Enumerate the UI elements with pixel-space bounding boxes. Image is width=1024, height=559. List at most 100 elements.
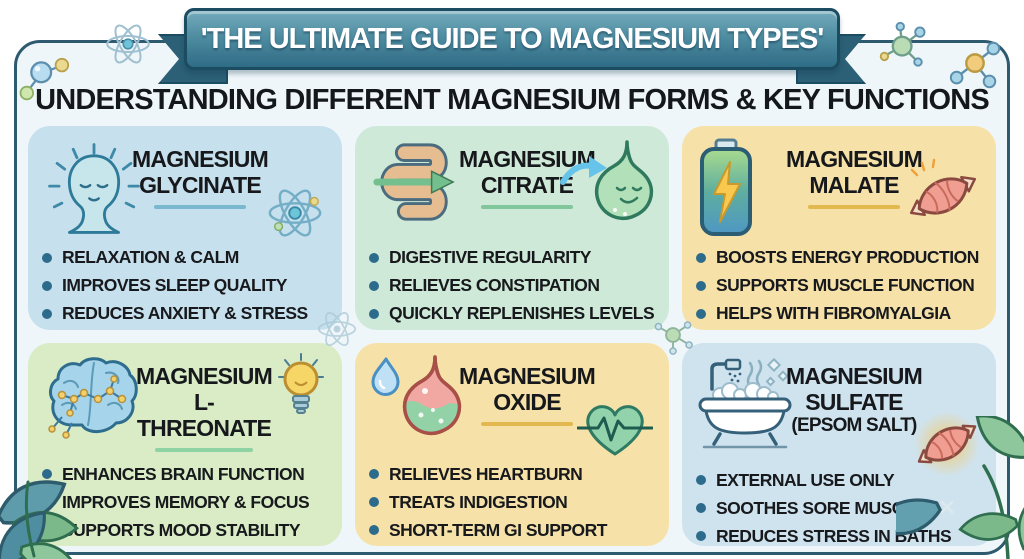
ribbon-face: 'THE ULTIMATE GUIDE TO MAGNESIUM TYPES'	[184, 8, 840, 70]
bullet-dot	[42, 280, 52, 291]
bullet-item: SUPPORTS MOOD STABILITY	[42, 520, 328, 541]
bullet-dot	[696, 503, 706, 513]
title-banner: 'THE ULTIMATE GUIDE TO MAGNESIUM TYPES'	[158, 8, 866, 84]
card-title-line1: MAGNESIUM	[132, 146, 269, 172]
bullet-text: QUICKLY REPLENISHES LEVELS	[389, 303, 655, 323]
bullet-item: SOOTHES SORE MUSCLES	[696, 498, 982, 519]
card-title-line3: (EPSOM SALT)	[791, 414, 917, 436]
bullet-dot	[42, 525, 52, 535]
bullet-item: BOOSTS ENERGY PRODUCTION	[696, 247, 982, 268]
card-title-line2: L-THREONATE	[136, 388, 272, 441]
card-header: MAGNESIUM OXIDE	[369, 354, 655, 457]
bullet-item: TREATS INDIGESTION	[369, 492, 655, 513]
title-underline	[480, 205, 574, 209]
card-magnesium-l-threonate: MAGNESIUM L-THREONATE ENH	[28, 342, 342, 546]
bullet-text: DIGESTIVE REGULARITY	[389, 247, 591, 267]
bullet-list: RELAXATION & CALM IMPROVES SLEEP QUALITY…	[42, 247, 328, 324]
bullet-item: REDUCES STRESS IN BATHS	[696, 526, 982, 547]
heart-ecg-icon	[576, 397, 654, 464]
bullet-text: TREATS INDIGESTION	[389, 491, 568, 512]
card-title-line2: CITRATE	[480, 172, 574, 198]
calm-head-icon	[42, 138, 146, 243]
bullet-dot	[696, 280, 706, 291]
bullet-dot	[42, 497, 52, 507]
card-title-line1: MAGNESIUM	[459, 362, 596, 389]
page-subtitle: UNDERSTANDING DIFFERENT MAGNESIUM FORMS …	[35, 84, 990, 116]
bullet-text: RELIEVES HEARTBURN	[389, 463, 583, 484]
bullet-dot	[369, 497, 379, 507]
bullet-dot	[369, 525, 379, 535]
bullet-dot	[696, 531, 706, 541]
cards-grid: MAGNESIUM GLYCINATE RELAXATION & C	[28, 126, 996, 546]
card-magnesium-oxide: MAGNESIUM OXIDE RELIEVES HEARTBURN TREAT…	[355, 342, 669, 546]
bullet-item: EXTERNAL USE ONLY	[696, 470, 982, 491]
bullet-dot	[696, 308, 706, 319]
title-underline	[153, 205, 247, 209]
card-magnesium-glycinate: MAGNESIUM GLYCINATE RELAXATION & C	[28, 126, 342, 330]
title-underline	[155, 447, 253, 452]
banner-title: 'THE ULTIMATE GUIDE TO MAGNESIUM TYPES'	[200, 22, 824, 55]
bullet-item: HELPS WITH FIBROMYALGIA	[696, 303, 982, 324]
card-title: MAGNESIUM SULFATE (EPSOM SALT)	[786, 362, 923, 437]
bullet-dot	[369, 308, 379, 319]
bullet-dot	[42, 252, 52, 263]
bullet-text: BOOSTS ENERGY PRODUCTION	[716, 247, 979, 267]
card-title: MAGNESIUM CITRATE	[459, 146, 596, 209]
card-title-line1: MAGNESIUM	[786, 146, 923, 172]
bullet-dot	[369, 469, 379, 479]
card-title-line1: MAGNESIUM	[786, 362, 923, 389]
card-magnesium-citrate: MAGNESIUM CITRATE DIGESTIVE REGULARITY R…	[355, 126, 669, 330]
happy-stomach-icon	[555, 138, 659, 239]
bullet-text: SOOTHES SORE MUSCLES	[716, 497, 937, 518]
card-title: MAGNESIUM OXIDE	[459, 362, 596, 426]
card-title-line2: GLYCINATE	[139, 172, 262, 198]
muscle-glow-icon	[910, 409, 984, 484]
card-title: MAGNESIUM L-THREONATE	[132, 363, 276, 452]
card-header: MAGNESIUM GLYCINATE	[42, 138, 328, 240]
bullet-dot	[369, 252, 379, 263]
card-title-line2: SULFATE	[805, 388, 903, 415]
bullet-item: SHORT-TERM GI SUPPORT	[369, 520, 655, 541]
lightbulb-icon	[276, 352, 326, 424]
bullet-dot	[696, 252, 706, 263]
bullet-text: RELIEVES CONSTIPATION	[389, 275, 600, 295]
bullet-text: ENHANCES BRAIN FUNCTION	[62, 463, 305, 484]
bullet-item: RELIEVES HEARTBURN	[369, 464, 655, 485]
bathtub-icon	[696, 355, 796, 458]
card-title-line2: MALATE	[809, 172, 899, 198]
bullet-text: REDUCES STRESS IN BATHS	[716, 525, 952, 546]
title-underline	[480, 421, 574, 426]
brain-circuit-icon	[42, 355, 146, 452]
bullet-item: RELIEVES CONSTIPATION	[369, 275, 655, 296]
bullet-item: IMPROVES SLEEP QUALITY	[42, 275, 328, 296]
card-title: MAGNESIUM MALATE	[786, 146, 923, 209]
battery-energy-icon	[696, 138, 756, 243]
bullet-text: RELAXATION & CALM	[62, 247, 239, 267]
bullet-item: IMPROVES MEMORY & FOCUS	[42, 492, 328, 513]
bullet-item: ENHANCES BRAIN FUNCTION	[42, 464, 328, 485]
card-title-line1: MAGNESIUM	[136, 362, 273, 389]
bullet-list: ENHANCES BRAIN FUNCTION IMPROVES MEMORY …	[42, 464, 328, 541]
bullet-text: EXTERNAL USE ONLY	[716, 469, 895, 490]
bullet-text: IMPROVES SLEEP QUALITY	[62, 275, 287, 295]
bullet-item: DIGESTIVE REGULARITY	[369, 247, 655, 268]
bullet-dot	[369, 280, 379, 291]
bullet-dot	[42, 469, 52, 479]
bullet-list: DIGESTIVE REGULARITY RELIEVES CONSTIPATI…	[369, 247, 655, 324]
card-magnesium-sulfate: MAGNESIUM SULFATE (EPSOM SALT)	[682, 342, 996, 547]
droplet-stomach-icon	[369, 354, 469, 452]
card-header: MAGNESIUM CITRATE	[369, 138, 655, 240]
bullet-list: RELIEVES HEARTBURN TREATS INDIGESTION SH…	[369, 464, 655, 541]
muscle-icon	[904, 158, 982, 235]
card-header: MAGNESIUM L-THREONATE	[42, 352, 328, 457]
card-header: MAGNESIUM MALATE	[696, 138, 982, 240]
card-title: MAGNESIUM GLYCINATE	[132, 146, 269, 209]
bullet-dot	[42, 308, 52, 319]
bullet-list: BOOSTS ENERGY PRODUCTION SUPPORTS MUSCLE…	[696, 247, 982, 324]
atom-icon	[266, 184, 324, 247]
bullet-item: SUPPORTS MUSCLE FUNCTION	[696, 275, 982, 296]
card-header: MAGNESIUM SULFATE (EPSOM SALT)	[696, 355, 982, 477]
bullet-item: REDUCES ANXIETY & STRESS	[42, 303, 328, 324]
bullet-dot	[696, 475, 706, 485]
intestines-icon	[369, 138, 459, 235]
